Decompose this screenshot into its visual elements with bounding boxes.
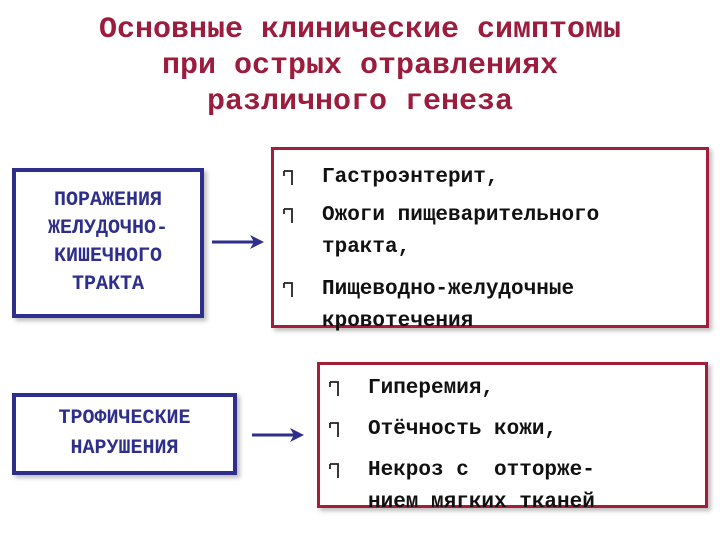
square-bullet-icon	[283, 282, 293, 297]
list-item: Пищеводно-желудочные кровотечения	[282, 274, 712, 338]
title-line-2: при острых отравлениях	[161, 49, 559, 83]
title-line-3: различного генеза	[206, 85, 514, 119]
list-item-text: Отёчность кожи,	[368, 418, 558, 441]
label-line: КИШЕЧНОГО	[53, 245, 163, 268]
symptom-list-trophic: Гиперемия, Отёчность кожи, Некроз с отто…	[328, 373, 708, 519]
label-line: ПОРАЖЕНИЯ	[53, 189, 163, 212]
page-title: Основные клинические симптомы при острых…	[0, 12, 720, 120]
square-bullet-icon	[329, 422, 339, 437]
list-item-text: Ожоги пищеварительного	[322, 204, 600, 227]
arrow-right-icon	[252, 428, 304, 442]
label-box-trophic: ТРОФИЧЕСКИЕ НАРУШЕНИЯ	[12, 393, 237, 475]
list-item: Отёчность кожи,	[328, 414, 708, 446]
list-item: Ожоги пищеварительного тракта,	[282, 200, 712, 264]
label-line: ТРАКТА	[71, 273, 144, 296]
label-line: ЖЕЛУДОЧНО-	[47, 217, 169, 240]
symptom-list-gi: Гастроэнтерит, Ожоги пищеварительного тр…	[282, 162, 712, 338]
square-bullet-icon	[329, 463, 339, 478]
list-item: Гастроэнтерит,	[282, 162, 712, 194]
list-item-text: Гиперемия,	[368, 377, 495, 400]
title-line-1: Основные клинические симптомы	[98, 13, 622, 47]
list-item-text: Пищеводно-желудочные	[322, 278, 575, 301]
symptom-box-gi	[271, 147, 709, 328]
label-line: ТРОФИЧЕСКИЕ	[58, 407, 191, 430]
symptom-box-trophic	[317, 362, 708, 508]
list-item-text: Гастроэнтерит,	[322, 166, 499, 189]
square-bullet-icon	[329, 381, 339, 396]
label-box-gi-tract: ПОРАЖЕНИЯ ЖЕЛУДОЧНО- КИШЕЧНОГО ТРАКТА	[12, 168, 204, 318]
list-item: Некроз с отторже- нием мягких тканей	[328, 455, 708, 519]
square-bullet-icon	[283, 170, 293, 185]
list-item-text: Некроз с отторже-	[368, 459, 595, 482]
label-line: НАРУШЕНИЯ	[70, 437, 179, 460]
list-item-text: нием мягких тканей	[368, 491, 595, 514]
arrow-right-icon	[212, 235, 264, 249]
square-bullet-icon	[283, 208, 293, 223]
list-item-text: кровотечения	[322, 310, 474, 333]
list-item: Гиперемия,	[328, 373, 708, 405]
list-item-text: тракта,	[322, 236, 411, 259]
